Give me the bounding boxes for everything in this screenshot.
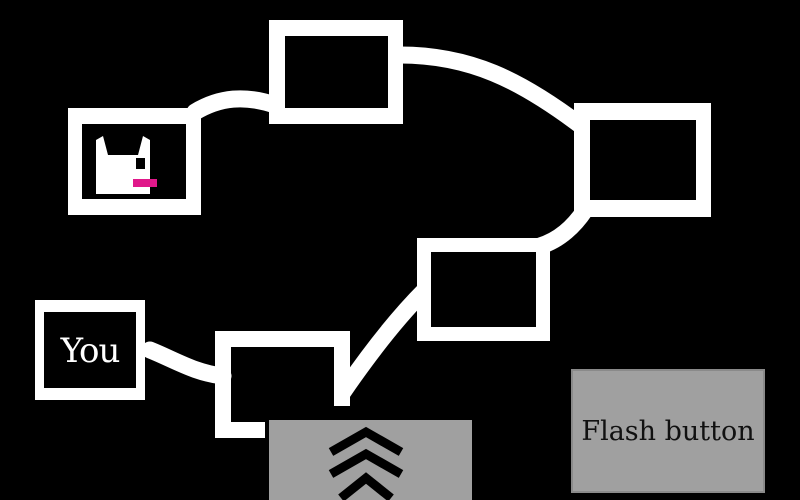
corridor-room3-to-room4 <box>391 46 589 134</box>
room-2 <box>417 238 550 341</box>
room-4 <box>269 20 403 124</box>
flash-button[interactable]: Flash button <box>571 369 765 493</box>
move-forward-button[interactable] <box>269 420 472 500</box>
double-chevron-up-icon <box>328 426 404 500</box>
corridor-start-to-room1 <box>141 341 232 385</box>
room-3 <box>574 103 711 217</box>
room-1 <box>215 331 350 438</box>
corridor-room1-to-room2 <box>334 281 434 401</box>
corridor-room4-to-enemy <box>186 90 284 121</box>
room-you <box>35 300 145 400</box>
cat-animatronic-icon <box>96 136 157 194</box>
